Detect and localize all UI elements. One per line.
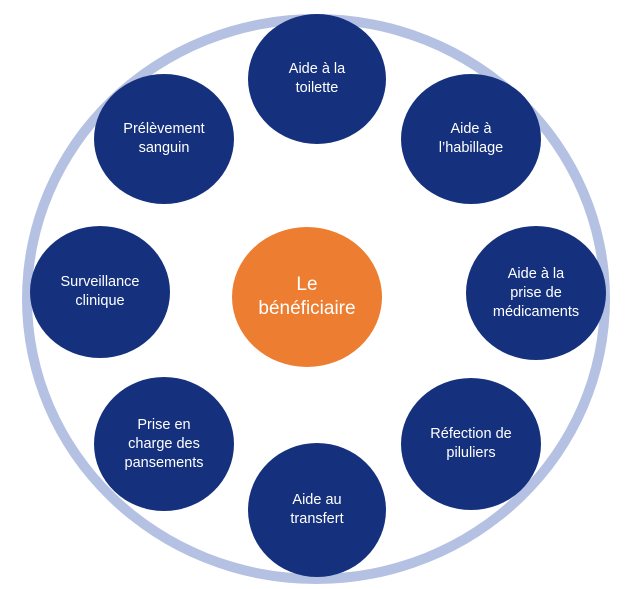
center-label: Le bénéficiaire [258, 274, 356, 319]
service-label: Aide à la prise de médicaments [492, 265, 580, 320]
service-node-toilette: Aide à la toilette [248, 14, 386, 144]
service-node-pansements: Prise en charge des pansements [94, 377, 234, 511]
center-node-beneficiaire: Le bénéficiaire [232, 227, 382, 367]
service-node-refection-piluliers: Réfection de piluliers [401, 378, 541, 510]
service-node-transfert: Aide au transfert [248, 443, 386, 577]
service-label: Prise en charge des pansements [124, 416, 204, 471]
service-node-habillage: Aide à l’habillage [401, 74, 541, 204]
service-label: Réfection de piluliers [430, 426, 512, 461]
service-label: Surveillance clinique [60, 274, 140, 309]
service-node-prise-medicaments: Aide à la prise de médicaments [466, 226, 606, 360]
service-label: Aide à la toilette [288, 61, 346, 96]
service-node-prelevement-sanguin: Prélèvement sanguin [94, 74, 234, 204]
service-label: Prélèvement sanguin [123, 121, 205, 156]
service-label: Aide à l’habillage [438, 121, 504, 156]
service-node-surveillance-clinique: Surveillance clinique [30, 226, 170, 358]
service-label: Aide au transfert [290, 492, 344, 527]
